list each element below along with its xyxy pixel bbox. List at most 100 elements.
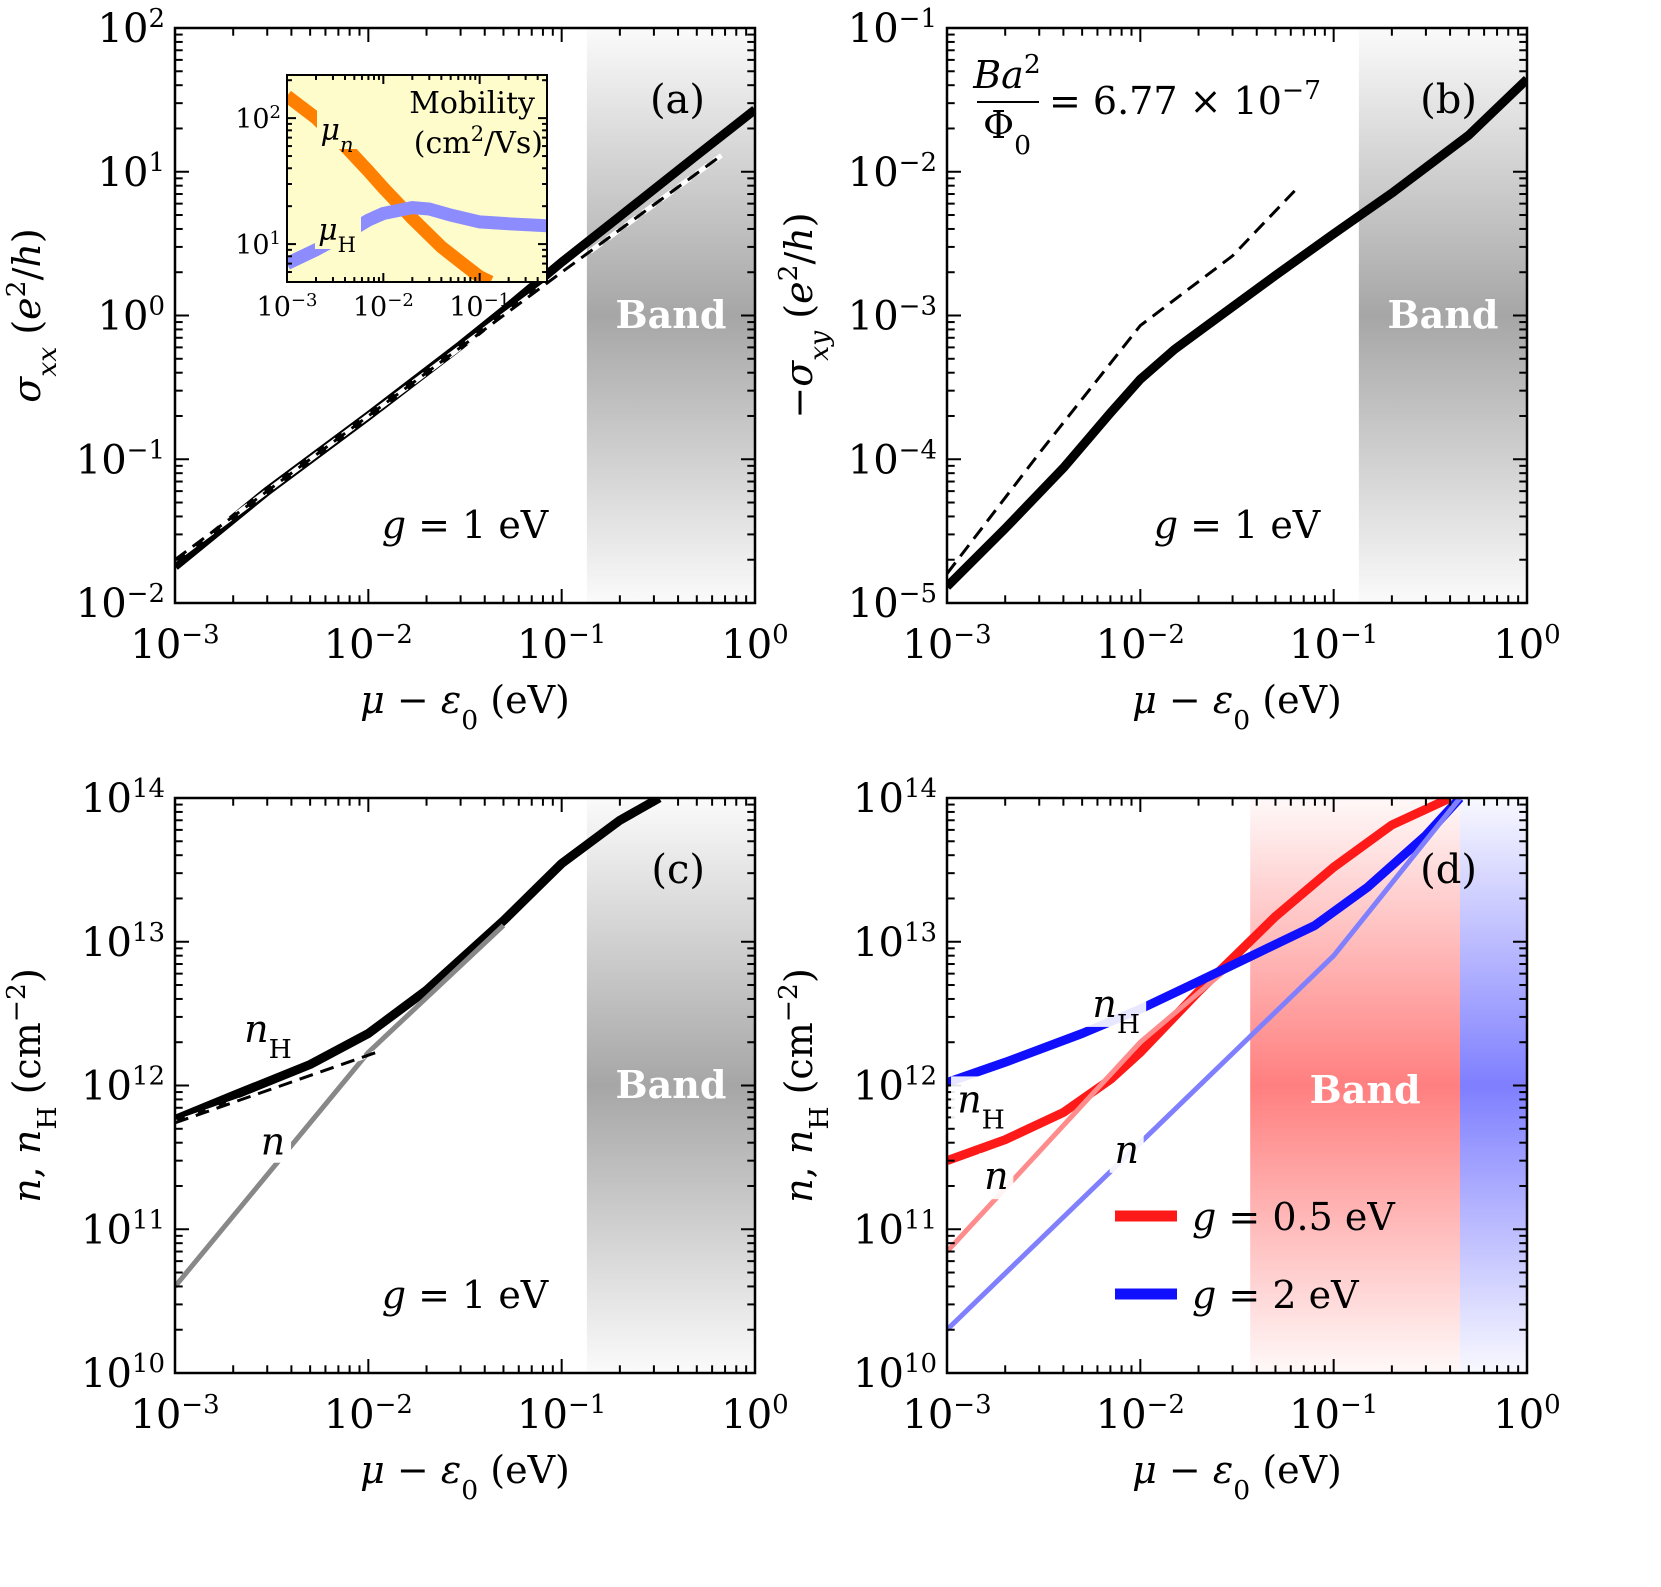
series-line <box>947 798 1452 1165</box>
text-part: n <box>777 1178 821 1202</box>
x-axis-label: μ − ε0 (eV) <box>360 1448 570 1506</box>
text-part: = 0.5 eV <box>1216 1195 1395 1239</box>
text-part: ε <box>1213 1448 1233 1492</box>
band-region <box>586 798 755 1373</box>
text-part: −2 <box>375 1390 413 1420</box>
y-tick-label: 1013 <box>81 918 165 966</box>
text-part: 10 <box>853 1207 904 1253</box>
text-part: g <box>1192 1195 1216 1239</box>
text-part: −1 <box>568 620 606 650</box>
series-line-dashed <box>175 154 723 561</box>
text-part: n <box>777 1130 821 1154</box>
text-part: 10 <box>1096 1392 1147 1438</box>
text-part: 2 <box>773 264 804 281</box>
y-axis-label: n, nH (cm−2) <box>773 968 835 1203</box>
label-background <box>315 203 361 249</box>
series-line-dashed <box>175 1050 377 1125</box>
text-part: 10 <box>517 1392 568 1438</box>
y-tick-label: 1014 <box>81 774 165 822</box>
text-part: 0 <box>1544 620 1561 650</box>
y-axis-label: −σxy (e2/h) <box>773 212 835 418</box>
x-tick-label: 10−2 <box>324 620 413 668</box>
text-part: , <box>777 1154 821 1178</box>
plot-area: Band <box>175 798 755 1373</box>
text-part: ε <box>441 678 461 722</box>
text-part: 13 <box>904 918 937 948</box>
series-line <box>175 798 662 1124</box>
text-part: (eV) <box>478 1448 570 1492</box>
x-tick-label: 10−1 <box>517 620 606 668</box>
text-part: 14 <box>904 774 937 804</box>
text-part: n <box>5 1178 49 1202</box>
text-part: = 1 eV <box>406 1273 549 1317</box>
y-tick-label: 10−2 <box>848 148 937 196</box>
x-tick-label: 10−3 <box>130 620 219 668</box>
text-part: g <box>1192 1273 1216 1317</box>
text-part: μ <box>1132 678 1157 722</box>
text-part: n <box>1092 982 1116 1026</box>
text-part: 0 <box>1014 130 1031 161</box>
text-part: 2 <box>471 122 484 146</box>
text-part: n <box>984 1154 1008 1198</box>
x-axis-label: μ − ε0 (eV) <box>360 678 570 736</box>
text-part: −σ <box>777 360 821 419</box>
series-label-n: n <box>261 1120 285 1164</box>
text-part: H <box>269 1034 292 1065</box>
text-part: 10 <box>81 776 132 822</box>
text-part: 10 <box>853 776 904 822</box>
text-part: 10 <box>324 1392 375 1438</box>
series-line <box>947 798 1464 1087</box>
text-part: 1 <box>148 148 165 178</box>
band-label: Band <box>615 1062 726 1107</box>
y-tick-label: 100 <box>98 292 165 340</box>
panel-label: (b) <box>1420 77 1477 123</box>
x-tick-label: 100 <box>721 1390 788 1438</box>
text-part: μ <box>320 113 340 148</box>
text-part: 0 <box>1233 705 1250 736</box>
text-part: e <box>5 297 49 320</box>
text-part: 10 <box>76 581 127 627</box>
text-part: 0 <box>1233 1475 1250 1506</box>
text-part: 10 <box>324 622 375 668</box>
plot-area: Band <box>175 28 755 603</box>
y-tick-label: 10−3 <box>848 292 937 340</box>
text-part: − <box>385 678 441 722</box>
g-annotation: g = 1 eV <box>382 503 549 547</box>
text-part: g <box>382 503 406 547</box>
text-part: 0 <box>1544 1390 1561 1420</box>
y-tick-label: 1011 <box>853 1205 937 1253</box>
text-part: n <box>261 1120 285 1164</box>
text-part: −3 <box>953 620 991 650</box>
text-part: 10 <box>132 1349 165 1379</box>
inset-x-tick-label: 10−1 <box>449 290 510 324</box>
text-part: h <box>777 227 821 251</box>
text-part: −4 <box>899 435 937 465</box>
label-background <box>1086 980 1147 1027</box>
x-tick-label: 10−2 <box>1096 1390 1185 1438</box>
text-part: h <box>5 243 49 267</box>
band-label: Band <box>1310 1067 1421 1112</box>
text-part: 10 <box>130 622 181 668</box>
text-part: xy <box>804 330 835 361</box>
y-tick-label: 1014 <box>853 774 937 822</box>
inset-y-tick-label: 101 <box>235 228 281 262</box>
text-part: 0 <box>772 1390 789 1420</box>
panel-label: (c) <box>651 847 705 893</box>
text-part: ε <box>441 1448 461 1492</box>
text-part: 2 <box>270 102 281 123</box>
text-part: −2 <box>375 620 413 650</box>
text-part: n <box>244 1007 268 1051</box>
y-tick-label: 1010 <box>81 1349 165 1397</box>
text-part: (eV) <box>1250 1448 1342 1492</box>
text-part: 10 <box>449 292 483 323</box>
band-region <box>586 28 755 603</box>
text-part: 11 <box>132 1205 165 1235</box>
series-label: n <box>984 1154 1008 1198</box>
text-part: 12 <box>904 1062 937 1092</box>
series-label: nH <box>1092 982 1140 1040</box>
legend-label: g = 0.5 eV <box>1192 1195 1395 1239</box>
text-part: −1 <box>568 1390 606 1420</box>
text-part: 10 <box>853 920 904 966</box>
